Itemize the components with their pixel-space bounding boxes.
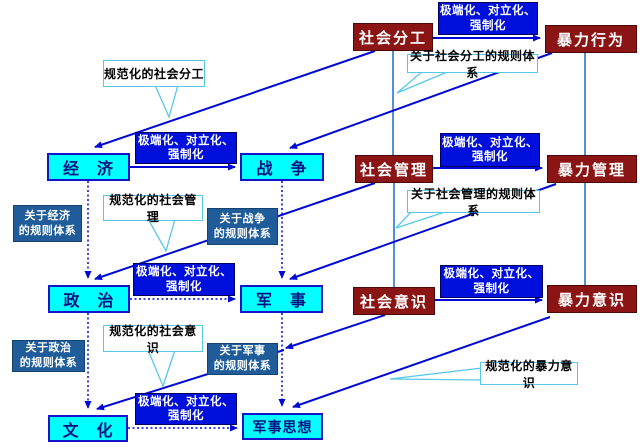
process-label-line2: 强制化 [168, 410, 204, 422]
vertical-links-right [392, 51, 586, 287]
rule-label-politics: 关于政治 的规则体系 [12, 340, 85, 372]
node-violence-management: 暴力管理 [547, 155, 637, 183]
process-box-row3-right: 极端化、对立化、 强制化 [440, 265, 543, 298]
arrow-social-consciousness-to-military-rule-line [285, 314, 386, 350]
node-violence-behavior: 暴力行为 [545, 25, 637, 53]
process-box-bottom-left: 极端化、对立化、 强制化 [135, 393, 237, 425]
node-politics: 政 治 [48, 285, 130, 313]
process-label-line2: 强制化 [470, 19, 506, 32]
rule-label-line1: 关于政治 [25, 342, 72, 355]
horizontal-dotted-links [128, 295, 238, 432]
process-label-line2: 强制化 [472, 151, 508, 163]
process-label-line2: 强制化 [473, 282, 510, 295]
rule-label-line2: 的规则体系 [213, 227, 272, 240]
rule-label-war: 关于战争 的规则体系 [207, 208, 278, 245]
callout-normalized-social-management: 规范化的社会管理 [103, 193, 203, 224]
rule-label-line1: 关于战争 [219, 212, 266, 225]
process-label-line1: 极端化、对立化、 [138, 134, 234, 147]
node-social-management: 社会管理 [355, 155, 433, 183]
process-box-top-right: 极端化、对立化、 强制化 [438, 2, 538, 35]
callout-normalized-social-consciousness: 规范化的社会意识 [103, 324, 203, 355]
process-label-line2: 强制化 [166, 280, 202, 293]
process-label-line2: 强制化 [168, 149, 204, 161]
rule-label-line2: 的规则体系 [213, 360, 272, 372]
rule-label-line2: 的规则体系 [18, 224, 77, 237]
horizontal-links [130, 34, 543, 304]
rule-label-line2: 的规则体系 [19, 357, 78, 369]
callout-normalized-violence-consciousness: 规范化的暴力意识 [480, 359, 578, 390]
process-label-line1: 极端化、对立化、 [443, 268, 540, 281]
pointer-normalized-violence-consciousness [389, 367, 483, 381]
node-war: 战 争 [240, 153, 324, 181]
arrow-violence-consciousness-to-military-thought [292, 316, 551, 408]
callout-rules-about-social-management: 关于社会管理的规则体系 [407, 187, 540, 218]
process-box-row2-right: 极端化、对立化、 强制化 [440, 133, 540, 167]
rule-label-line1: 关于经济 [24, 209, 71, 222]
process-label-line1: 极端化、对立化、 [440, 5, 536, 18]
node-culture: 文 化 [48, 415, 128, 442]
process-label-line1: 极端化、对立化、 [442, 136, 538, 149]
process-box-row3-left: 极端化、对立化、 强制化 [133, 263, 235, 296]
node-violence-consciousness: 暴力意识 [547, 285, 637, 313]
rule-label-line1: 关于军事 [219, 345, 266, 358]
pointer-normalized-social-division [154, 84, 179, 119]
node-economy: 经 济 [47, 153, 130, 181]
process-label-line1: 极端化、对立化、 [136, 266, 232, 279]
node-military: 军 事 [240, 285, 323, 313]
process-label-line1: 极端化、对立化、 [138, 395, 234, 408]
process-box-row2-left: 极端化、对立化、 强制化 [135, 132, 237, 164]
arrow-social-division-to-economy [94, 50, 376, 149]
node-military-thought: 军事思想 [242, 413, 323, 440]
callout-rules-about-social-division: 关于社会分工的规则体系 [407, 49, 538, 80]
rule-label-economy: 关于经济 的规则体系 [13, 205, 82, 242]
callout-normalized-social-division: 规范化的社会分工 [103, 60, 205, 87]
node-social-division: 社会分工 [353, 23, 433, 51]
node-social-consciousness: 社会意识 [353, 287, 435, 315]
vertical-links-left [84, 181, 286, 409]
rule-label-military: 关于军事 的规则体系 [207, 343, 278, 375]
